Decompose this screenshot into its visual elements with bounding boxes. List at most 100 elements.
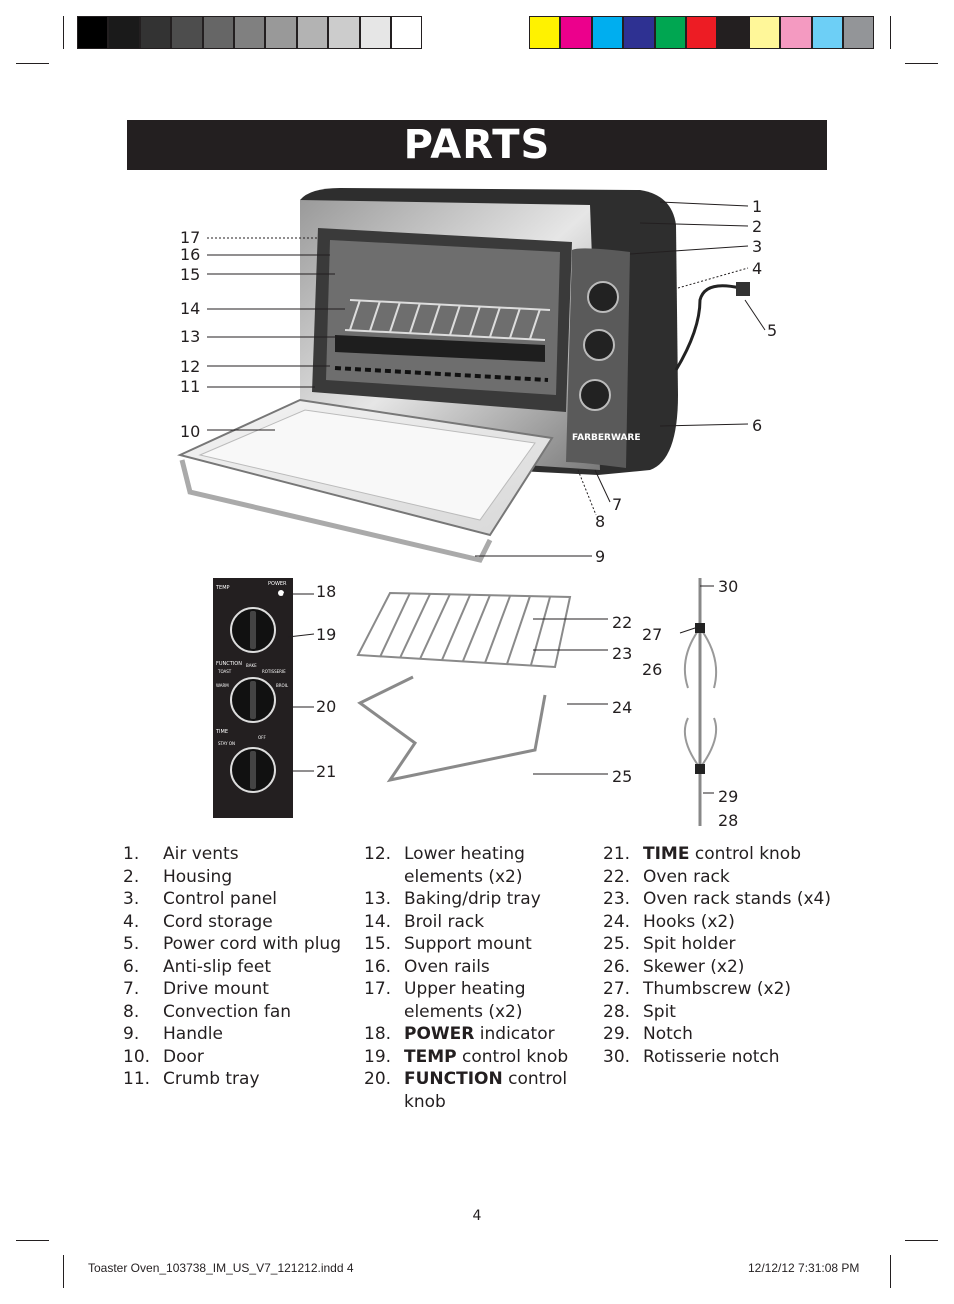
callout-19: 19 — [316, 625, 337, 644]
parts-list-label-text: control knob — [694, 844, 802, 864]
thumbscrew-lower — [695, 764, 705, 774]
parts-list-label: Power cord with plug — [163, 934, 341, 954]
callout-6: 6 — [752, 416, 763, 435]
crop-mark — [63, 1255, 64, 1288]
callout-12: 12 — [180, 357, 201, 376]
callout-10: 10 — [180, 422, 201, 441]
parts-list-item: 30. Rotisserie notch — [603, 1046, 843, 1069]
panel-stay-on-label: STAY ON — [218, 741, 235, 746]
parts-list-number: 27. — [603, 979, 631, 999]
panel-bake-label: BAKE — [246, 663, 257, 668]
rack-and-spit-holder — [356, 591, 572, 783]
time-knob — [579, 379, 611, 411]
parts-list-item: 10.Door — [123, 1046, 353, 1069]
power-indicator-light — [278, 590, 284, 596]
callout-24: 24 — [612, 698, 633, 717]
callout-22: 22 — [612, 613, 633, 632]
toaster-oven-diagram: FARBERWARE — [177, 188, 766, 563]
registration-swatch — [623, 16, 655, 49]
crop-mark — [905, 63, 938, 64]
crop-mark — [16, 63, 49, 64]
parts-list-item: 9.Handle — [123, 1023, 353, 1046]
callout-8: 8 — [595, 512, 606, 531]
parts-list-label-text: control knob — [404, 1069, 568, 1112]
callout-30: 30 — [718, 577, 739, 596]
parts-list-number: 5. — [123, 934, 140, 954]
parts-list-item: 5. Power cord with plug — [123, 933, 353, 956]
crop-mark — [890, 1255, 891, 1288]
parts-list-label: Lower heating elements (x2) — [404, 844, 525, 887]
parts-list-item: 11.Crumb tray — [123, 1068, 353, 1091]
panel-power-label: POWER — [268, 581, 287, 587]
function-knob — [583, 329, 615, 361]
parts-list-item: 25.Spit holder — [603, 933, 843, 956]
parts-list-label: Rotisserie notch — [643, 1046, 780, 1067]
registration-swatch — [842, 16, 875, 49]
parts-list-label: Broil rack — [404, 911, 485, 932]
parts-list-label: Skewer (x2) — [643, 956, 745, 977]
parts-list-label: Cord storage — [163, 911, 273, 932]
parts-list-label: Hooks (x2) — [643, 911, 735, 932]
parts-list-number: 29. — [603, 1024, 631, 1044]
parts-list-number: 4. — [123, 911, 140, 932]
broil-rack — [344, 299, 551, 341]
temp-knob-grip — [250, 611, 256, 649]
parts-list-label: Anti-slip feet — [163, 956, 271, 977]
parts-list-number: 16. — [364, 956, 392, 977]
parts-list-item: 3.Control panel — [123, 888, 353, 911]
panel-rotisserie-label: ROTISSERIE — [262, 669, 286, 674]
oven-rack — [356, 591, 572, 669]
callout-4: 4 — [752, 259, 763, 278]
page-title: PARTS — [403, 122, 551, 168]
callout-15: 15 — [180, 265, 201, 284]
registration-swatch — [685, 16, 718, 49]
leader-lines — [207, 201, 766, 557]
parts-list-item: 22.Oven rack — [603, 866, 843, 889]
parts-list-label: TIME control knob — [643, 843, 843, 866]
registration-swatch — [748, 16, 781, 49]
parts-list-item: 18.POWER indicator — [364, 1023, 579, 1046]
parts-list-number: 19. — [364, 1046, 392, 1067]
callout-1: 1 — [752, 197, 763, 216]
registration-swatch — [591, 16, 624, 49]
parts-list-label: Air vents — [163, 844, 239, 864]
control-panel-detail: TEMP POWER FUNCTION TOAST BAKE ROTISSERI… — [213, 578, 293, 818]
callout-17: 17 — [180, 228, 201, 247]
panel-function-label: FUNCTION — [216, 661, 242, 667]
parts-list-number: 28. — [603, 1001, 631, 1022]
parts-list-label: Thumbscrew (x2) — [643, 979, 792, 999]
registration-swatch — [265, 16, 297, 49]
parts-list-item: 21.TIME control knob — [603, 843, 843, 866]
function-knob-grip — [250, 681, 256, 719]
footer-timestamp: 12/12/12 7:31:08 PM — [748, 1261, 860, 1275]
parts-list-label: TEMP control knob — [404, 1046, 579, 1069]
panel-off-label: OFF — [258, 735, 266, 740]
parts-list-label: Drive mount — [163, 979, 269, 999]
parts-list-item: 20.FUNCTION control knob — [364, 1068, 579, 1113]
parts-list-number: 14. — [364, 911, 392, 932]
parts-list-item: 6.Anti-slip feet — [123, 956, 353, 979]
callout-23: 23 — [612, 644, 633, 663]
callout-7: 7 — [612, 495, 623, 514]
parts-list-item: 14. Broil rack — [364, 911, 579, 934]
crop-mark — [890, 16, 891, 49]
parts-list-number: 13. — [364, 889, 392, 909]
registration-swatch — [560, 16, 592, 49]
parts-list-item: 27. Thumbscrew (x2) — [603, 978, 843, 1001]
parts-list-item: 19. TEMP control knob — [364, 1046, 579, 1069]
registration-swatch — [202, 16, 234, 49]
oven-interior — [326, 240, 560, 395]
parts-list-column-2: 12.Lower heating elements (x2)13.Baking/… — [364, 843, 579, 1113]
parts-list-label: Notch — [643, 1024, 693, 1044]
parts-list-item: 15.Support mount — [364, 933, 579, 956]
parts-list-number: 18. — [364, 1024, 392, 1044]
parts-list-label: Support mount — [404, 934, 532, 954]
parts-list-number: 7. — [123, 979, 140, 999]
parts-list-item: 23.Oven rack stands (x4) — [603, 888, 843, 911]
lower-heating-element — [334, 366, 549, 382]
parts-list-number: 8. — [123, 1001, 140, 1022]
callout-25: 25 — [612, 767, 633, 786]
registration-swatch — [77, 16, 109, 49]
parts-list-number: 30. — [603, 1046, 631, 1067]
parts-list-label: Convection fan — [163, 1001, 292, 1022]
